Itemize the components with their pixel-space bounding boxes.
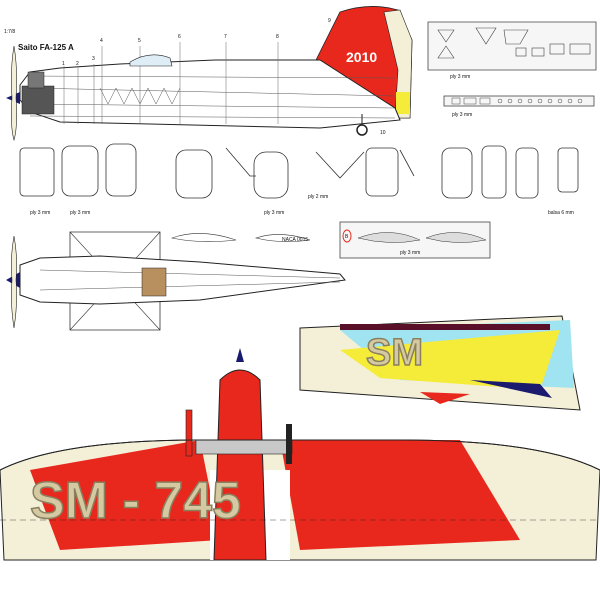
tail-wing-lettering: SM [366,332,423,374]
rudder-yellow-patch [396,92,410,114]
part-note: ply 3 mm [30,210,50,216]
fuselage-top [19,255,346,305]
station-label: 8 [276,34,279,40]
part-note: ply 3 mm [452,112,472,118]
airfoil-label: NACA 0015 [282,237,308,243]
part-note: ply 3 mm [400,250,420,256]
airfoil-sketch-2 [254,234,311,242]
scale-label: 1:7/8 [4,29,15,35]
part-sheet-large: ply 3 mm [427,21,597,80]
tailwheel [356,124,368,136]
former-notes: ply 3 mm ply 3 mm ply 3 mm ply 2 mm bals… [30,194,574,216]
propeller-top [11,235,17,329]
registration-number: 2010 [346,49,377,65]
gear-label: 10 [380,130,386,136]
cockpit-frame [195,439,293,455]
engine-block [21,85,55,115]
station-label: 1 [62,61,65,67]
station-labels: 1 2 3 4 5 6 7 8 9 [62,18,331,67]
fin-top [236,348,244,362]
formers-row [19,143,579,199]
engine-label: Saito FA-125 A [18,43,74,52]
stabilizer-color-scheme: SM [299,315,581,411]
station-label: 4 [100,38,103,44]
propeller [11,45,17,142]
airfoil-sketch [170,233,237,242]
bulkhead-lines [63,42,279,124]
station-label: 9 [328,18,331,24]
canopy [129,54,173,67]
station-label: 5 [138,38,141,44]
part-note: balsa 6 mm [548,210,574,216]
station-label: 6 [178,34,181,40]
main-wing-color-scheme: SM - 745 [0,348,600,561]
station-label: 7 [224,34,227,40]
airfoil-tag: B [345,234,349,240]
rudder-trim [383,9,413,119]
part-sheet-strip: ply 3 mm [443,95,595,118]
station-label: 2 [76,61,79,67]
fuselage-front [213,369,267,561]
main-wing-lettering: SM - 745 [30,472,241,530]
station-label: 3 [92,56,95,62]
engine-cylinder [27,71,45,89]
top-view: NACA 0015 B ply 3 mm [6,221,491,331]
strut-left [185,409,193,457]
part-note: ply 3 mm [450,74,470,80]
fuel-tank [141,267,167,297]
part-note: ply 3 mm [264,210,284,216]
longerons [29,75,396,119]
side-view: 1:7/8 Saito FA-125 A 1 2 3 4 5 6 7 8 9 2… [4,6,413,142]
part-note: ply 3 mm [70,210,90,216]
strut-right [286,424,292,464]
strut-note: ply 2 mm [308,194,328,200]
stab-maroon-band [340,324,550,330]
